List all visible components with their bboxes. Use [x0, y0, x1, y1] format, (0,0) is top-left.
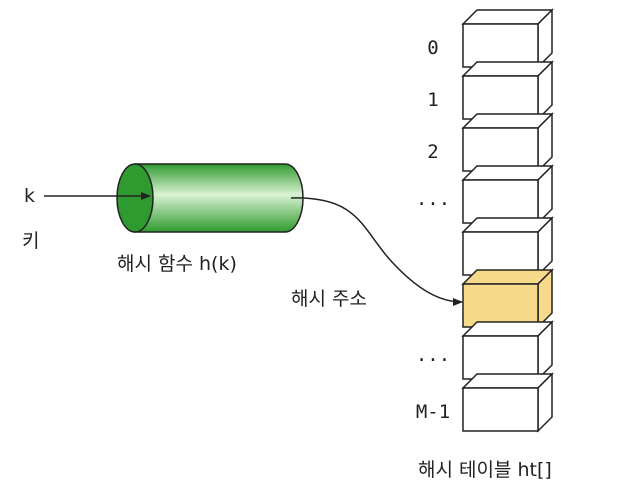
slot-front-face: [462, 179, 539, 224]
hash-slot: ···: [416, 164, 554, 225]
slot-front-face: [462, 75, 539, 120]
slot-index-label: 2: [427, 141, 438, 163]
slot-front-face: [462, 127, 539, 172]
slot-index-label: ···: [416, 193, 450, 215]
hash-slot: 0: [427, 8, 554, 69]
slot-index-label: 1: [427, 89, 438, 111]
slot-index-label: ···: [416, 349, 450, 371]
slot-front-face: [462, 283, 539, 328]
slot-top-face: [461, 217, 554, 233]
hash-table: 0 1 2 ··· ··· M-1: [416, 8, 554, 433]
slot-front-face: [462, 231, 539, 276]
slot-index-label: 0: [427, 37, 438, 59]
hash-slot: ···: [416, 320, 554, 381]
slot-top-face: [461, 269, 554, 285]
slot-top-face: [461, 321, 554, 337]
hash-slot: [461, 216, 554, 277]
slot-index-label: M-1: [416, 401, 450, 423]
key-label: 키: [22, 230, 39, 252]
slot-front-face: [462, 387, 539, 432]
hash-function-cylinder: [116, 163, 304, 233]
slot-top-face: [461, 61, 554, 77]
hash-function-label: 해시 함수 h(k): [117, 253, 237, 275]
slot-top-face: [461, 113, 554, 129]
hash-slot-highlighted: [461, 268, 554, 329]
hash-slot: M-1: [416, 372, 554, 433]
key-symbol: k: [24, 185, 35, 207]
slot-front-face: [462, 335, 539, 380]
slot-top-face: [461, 165, 554, 181]
hash-slot: 1: [427, 60, 554, 121]
hash-address-arrow: [290, 197, 463, 306]
slot-front-face: [462, 23, 539, 68]
slot-top-face: [461, 373, 554, 389]
slot-top-face: [461, 9, 554, 25]
hash-table-label: 해시 테이블 ht[]: [418, 459, 552, 481]
hash-slot: 2: [427, 112, 554, 173]
hash-address-label: 해시 주소: [291, 288, 367, 310]
